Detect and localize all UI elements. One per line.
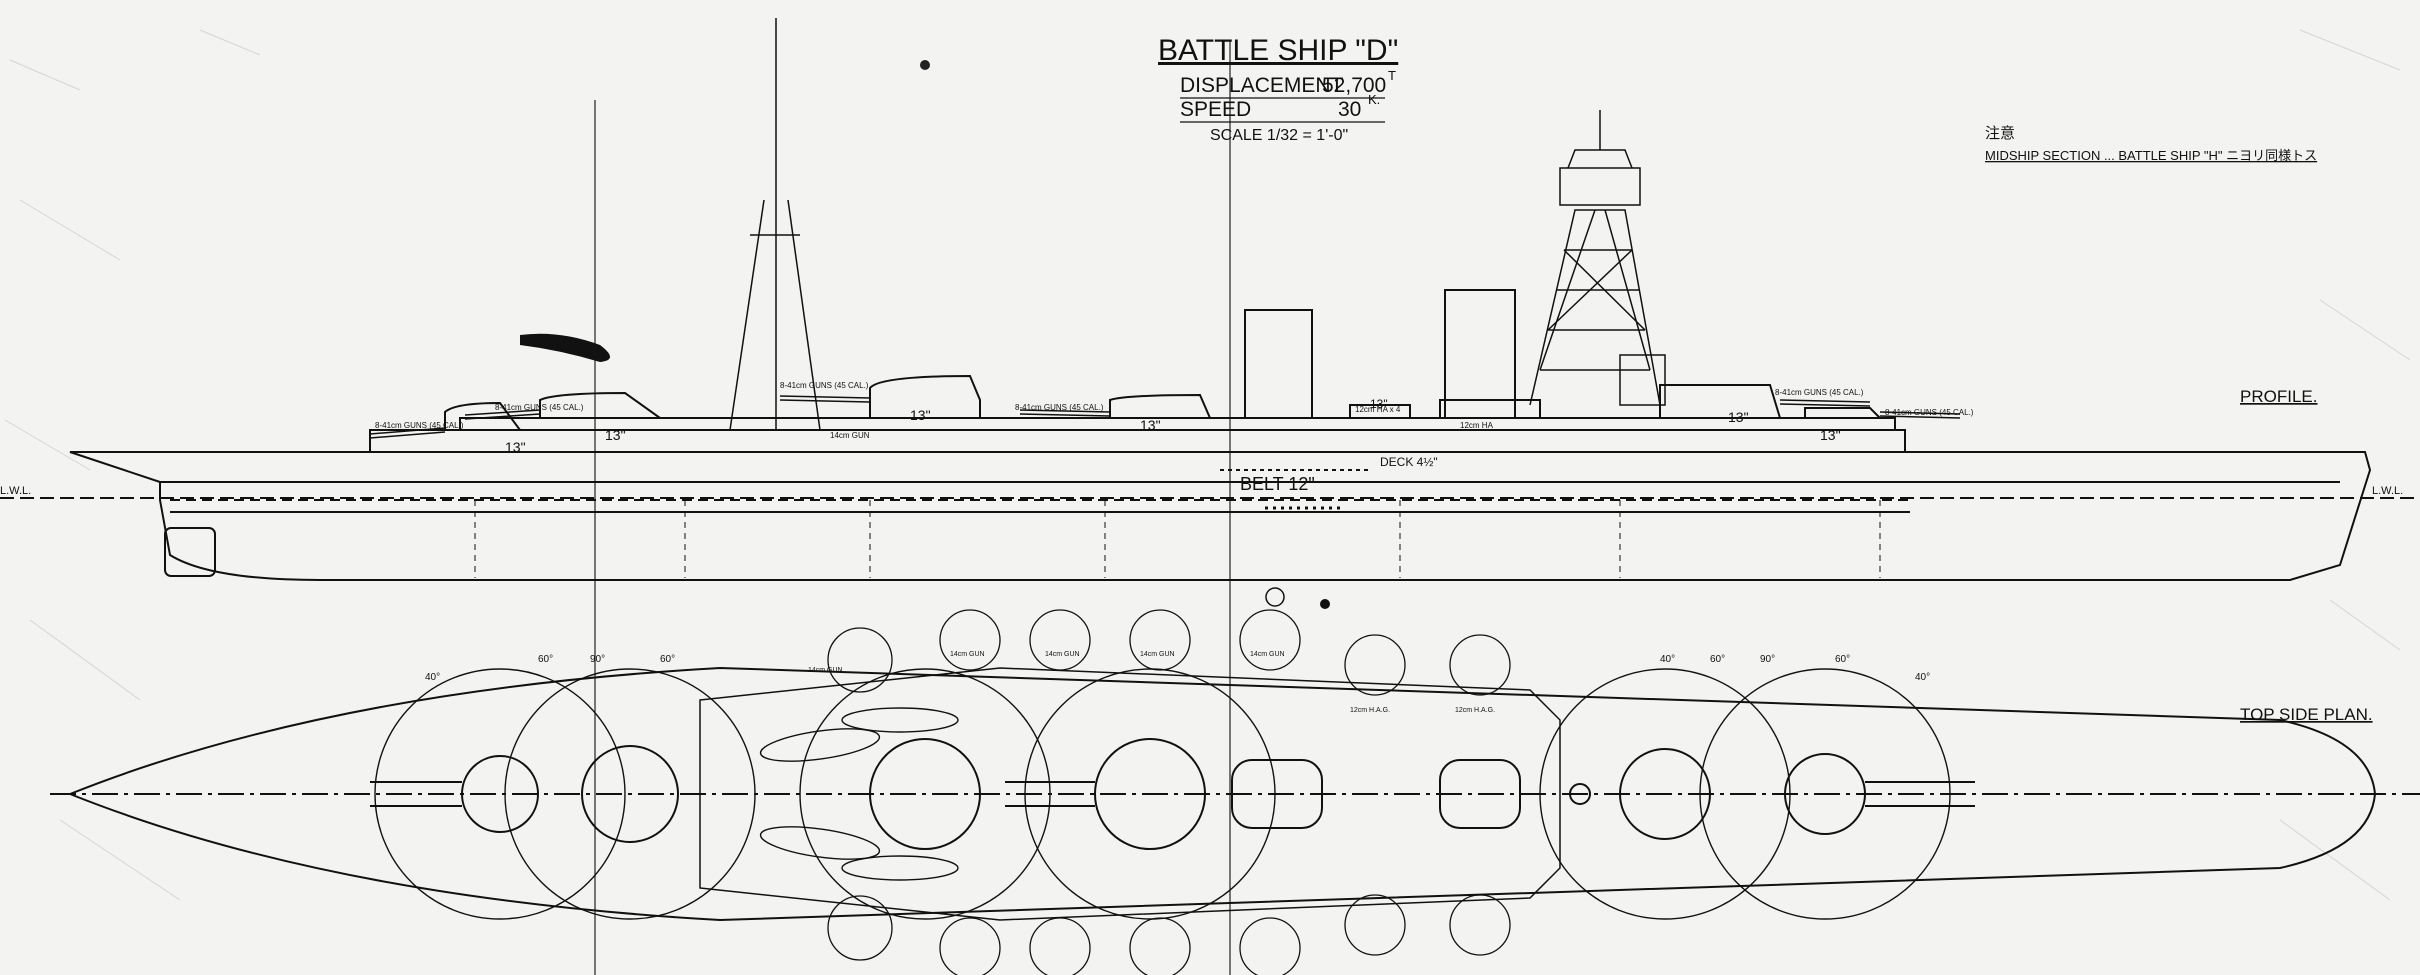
reference-lines bbox=[594, 40, 1231, 975]
secondary-gun-label: 8-41cm GUNS (45 CAL.) bbox=[1015, 403, 1104, 412]
turret-armor-label: 13" bbox=[605, 427, 626, 443]
belt-label: BELT 12" bbox=[1240, 474, 1315, 494]
scale-label: SCALE 1/32 = 1'-0" bbox=[1210, 127, 1348, 144]
arc-turret-5 bbox=[1539, 668, 1791, 920]
misc-label: 14cm GUN bbox=[830, 431, 870, 440]
lwl-left-label: L.W.L. bbox=[0, 485, 31, 497]
bearing-angle: 60° bbox=[538, 654, 553, 665]
bearing-angle: 40° bbox=[425, 672, 440, 683]
turret-b bbox=[539, 391, 661, 419]
note-heading: 注意 bbox=[1985, 124, 2015, 142]
rudder bbox=[164, 527, 216, 577]
plan-annotations: 40° 60° 90° 60° 40° 60° 90° 60° 40° 14cm… bbox=[425, 651, 1930, 714]
ink-blot bbox=[520, 333, 610, 362]
gun-label: 14cm GUN bbox=[950, 651, 985, 658]
plan-funnel-2 bbox=[1439, 759, 1521, 829]
displacement-value: 52,700 bbox=[1322, 74, 1386, 97]
deck-label: DECK 4½" bbox=[1380, 455, 1438, 469]
plan-view-label: TOP SIDE PLAN. bbox=[2240, 705, 2373, 724]
displacement-unit: T bbox=[1388, 68, 1396, 83]
speed-value: 30 bbox=[1338, 98, 1361, 121]
plan-view bbox=[50, 587, 2420, 975]
bearing-angle: 60° bbox=[660, 654, 675, 665]
turret-f bbox=[1804, 407, 1881, 419]
ink-speck bbox=[920, 60, 930, 70]
fore-funnel bbox=[1244, 309, 1313, 418]
turret-d bbox=[1109, 393, 1211, 419]
drawing-title: BATTLE SHIP "D" bbox=[1158, 34, 1398, 67]
profile-view-label: PROFILE. bbox=[2240, 387, 2317, 406]
arc-turret-4 bbox=[1024, 668, 1276, 920]
pagoda-mast bbox=[1529, 110, 1666, 406]
speed-label: SPEED bbox=[1180, 98, 1251, 121]
ship-boats bbox=[759, 707, 959, 881]
secondary-gun-label: 8-41cm GUNS (45 CAL.) bbox=[780, 381, 869, 390]
turret-c bbox=[869, 374, 981, 418]
misc-label: 12cm HA x 4 bbox=[1355, 405, 1401, 414]
bearing-angle: 60° bbox=[1710, 654, 1725, 665]
plan-hull bbox=[67, 666, 2377, 922]
plan-funnel-1 bbox=[1231, 759, 1323, 829]
gun-label: 14cm GUN bbox=[808, 667, 843, 674]
gun-label: 12cm H.A.G. bbox=[1455, 707, 1495, 714]
gun-label: 12cm H.A.G. bbox=[1350, 707, 1390, 714]
secondary-gun-label: 8-41cm GUNS (45 CAL.) bbox=[1775, 388, 1864, 397]
note-text: MIDSHIP SECTION ... BATTLE SHIP "H" ニヨリ同… bbox=[1985, 148, 2317, 163]
turret-armor-label: 13" bbox=[1728, 409, 1749, 425]
bearing-angle: 40° bbox=[1660, 654, 1675, 665]
arc-turret-6 bbox=[1699, 668, 1951, 920]
speed-unit: K. bbox=[1368, 92, 1380, 107]
secondary-gun-label: 8-41cm GUNS (45 CAL.) bbox=[375, 421, 464, 430]
bearing-angle: 60° bbox=[1835, 654, 1850, 665]
bearing-angle: 40° bbox=[1915, 672, 1930, 683]
misc-label: 12cm HA bbox=[1460, 421, 1494, 430]
aft-funnel bbox=[1444, 289, 1516, 418]
profile-annotations: L.W.L. L.W.L. BELT 12" DECK 4½" 13" 13" … bbox=[0, 381, 2403, 497]
turret-armor-label: 13" bbox=[1370, 397, 1388, 411]
displacement-label: DISPLACEMENT bbox=[1180, 74, 1344, 97]
arc-turret-3 bbox=[799, 668, 1051, 920]
bearing-angle: 90° bbox=[590, 654, 605, 665]
arc-turret-2 bbox=[504, 668, 756, 920]
title-block: BATTLE SHIP "D" DISPLACEMENT 52,700 T SP… bbox=[1158, 34, 1398, 144]
secondary-gun-label: 8-41cm GUNS (45 CAL.) bbox=[1885, 408, 1974, 417]
turret-armor-label: 13" bbox=[505, 439, 526, 455]
note-block: 注意 MIDSHIP SECTION ... BATTLE SHIP "H" ニ… bbox=[1985, 124, 2317, 163]
turret-armor-label: 13" bbox=[1820, 427, 1841, 443]
turret-e bbox=[1659, 384, 1781, 419]
profile-view bbox=[0, 18, 2420, 581]
lwl-right-label: L.W.L. bbox=[2372, 485, 2403, 497]
main-mast bbox=[729, 18, 821, 431]
arc-turret-1 bbox=[374, 668, 626, 920]
bearing-angle: 90° bbox=[1760, 654, 1775, 665]
gun-label: 14cm GUN bbox=[1045, 651, 1080, 658]
paper-texture bbox=[4, 29, 2411, 901]
secondary-gun-label: 8-41cm GUNS (45 CAL.) bbox=[495, 403, 584, 412]
turret-armor-label: 13" bbox=[910, 407, 931, 423]
gun-label: 14cm GUN bbox=[1140, 651, 1175, 658]
turret-armor-label: 13" bbox=[1140, 417, 1161, 433]
turret-a bbox=[444, 401, 521, 431]
gun-label: 14cm GUN bbox=[1250, 651, 1285, 658]
hull-outline bbox=[69, 451, 2372, 581]
